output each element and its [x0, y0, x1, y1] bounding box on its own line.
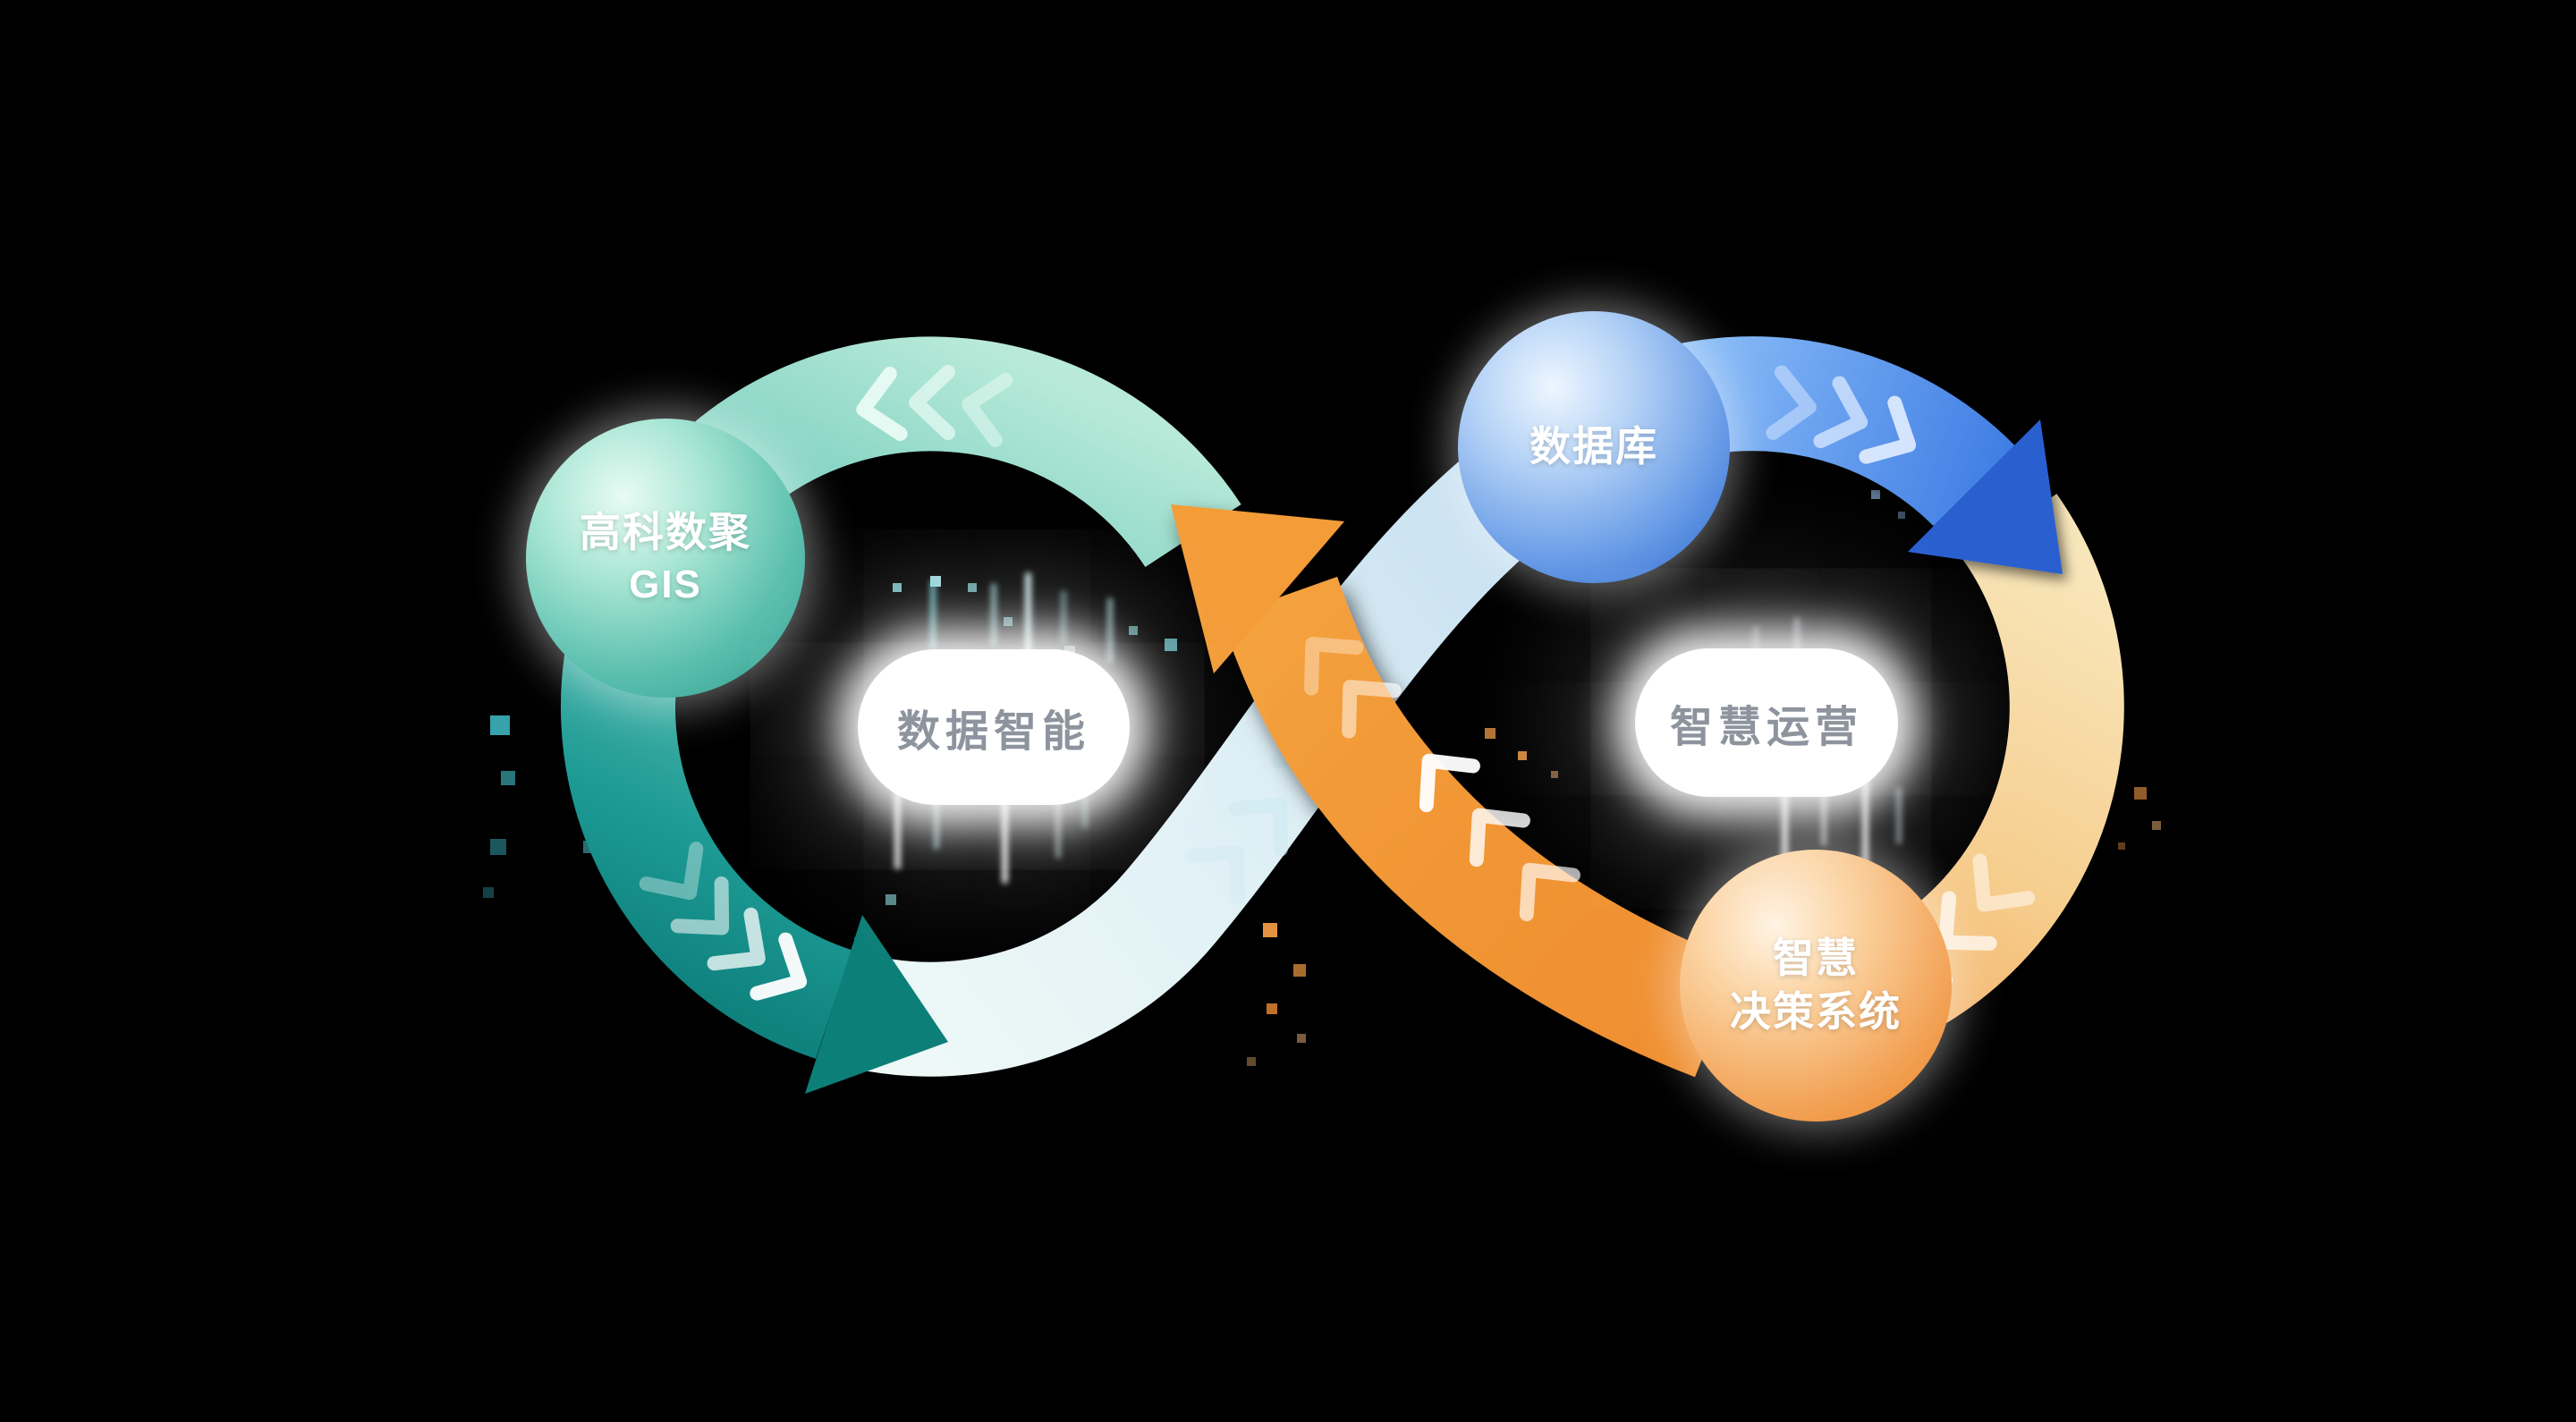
database-bubble-sphere: [1458, 311, 1730, 583]
node-bubble-decision: [1671, 841, 1961, 1130]
node-bubble-gis: [515, 408, 816, 708]
orange-shaft-path: [1220, 576, 1741, 1078]
left-loop-pill-label: 数据智能: [896, 708, 1090, 756]
decision-bubble-sphere: [1680, 850, 1952, 1122]
right-loop-pill: 智慧运营: [1635, 648, 1898, 797]
teal-arrowhead-icon: [805, 915, 948, 1094]
crossing-orange-arrow: [1171, 504, 1741, 1078]
node-bubble-database: [1449, 302, 1739, 592]
gis-bubble-sphere: [526, 419, 805, 698]
left-loop-pill: 数据智能: [858, 649, 1130, 805]
underpass-band-path: [852, 371, 1646, 1077]
right-loop-pill-label: 智慧运营: [1669, 704, 1863, 751]
orange-arrowhead-icon: [1171, 504, 1344, 673]
crossing-underpass-band: [852, 371, 1646, 1077]
blue-arrowhead-icon: [1908, 419, 2063, 574]
dust-particles-right: [1247, 490, 2161, 1066]
